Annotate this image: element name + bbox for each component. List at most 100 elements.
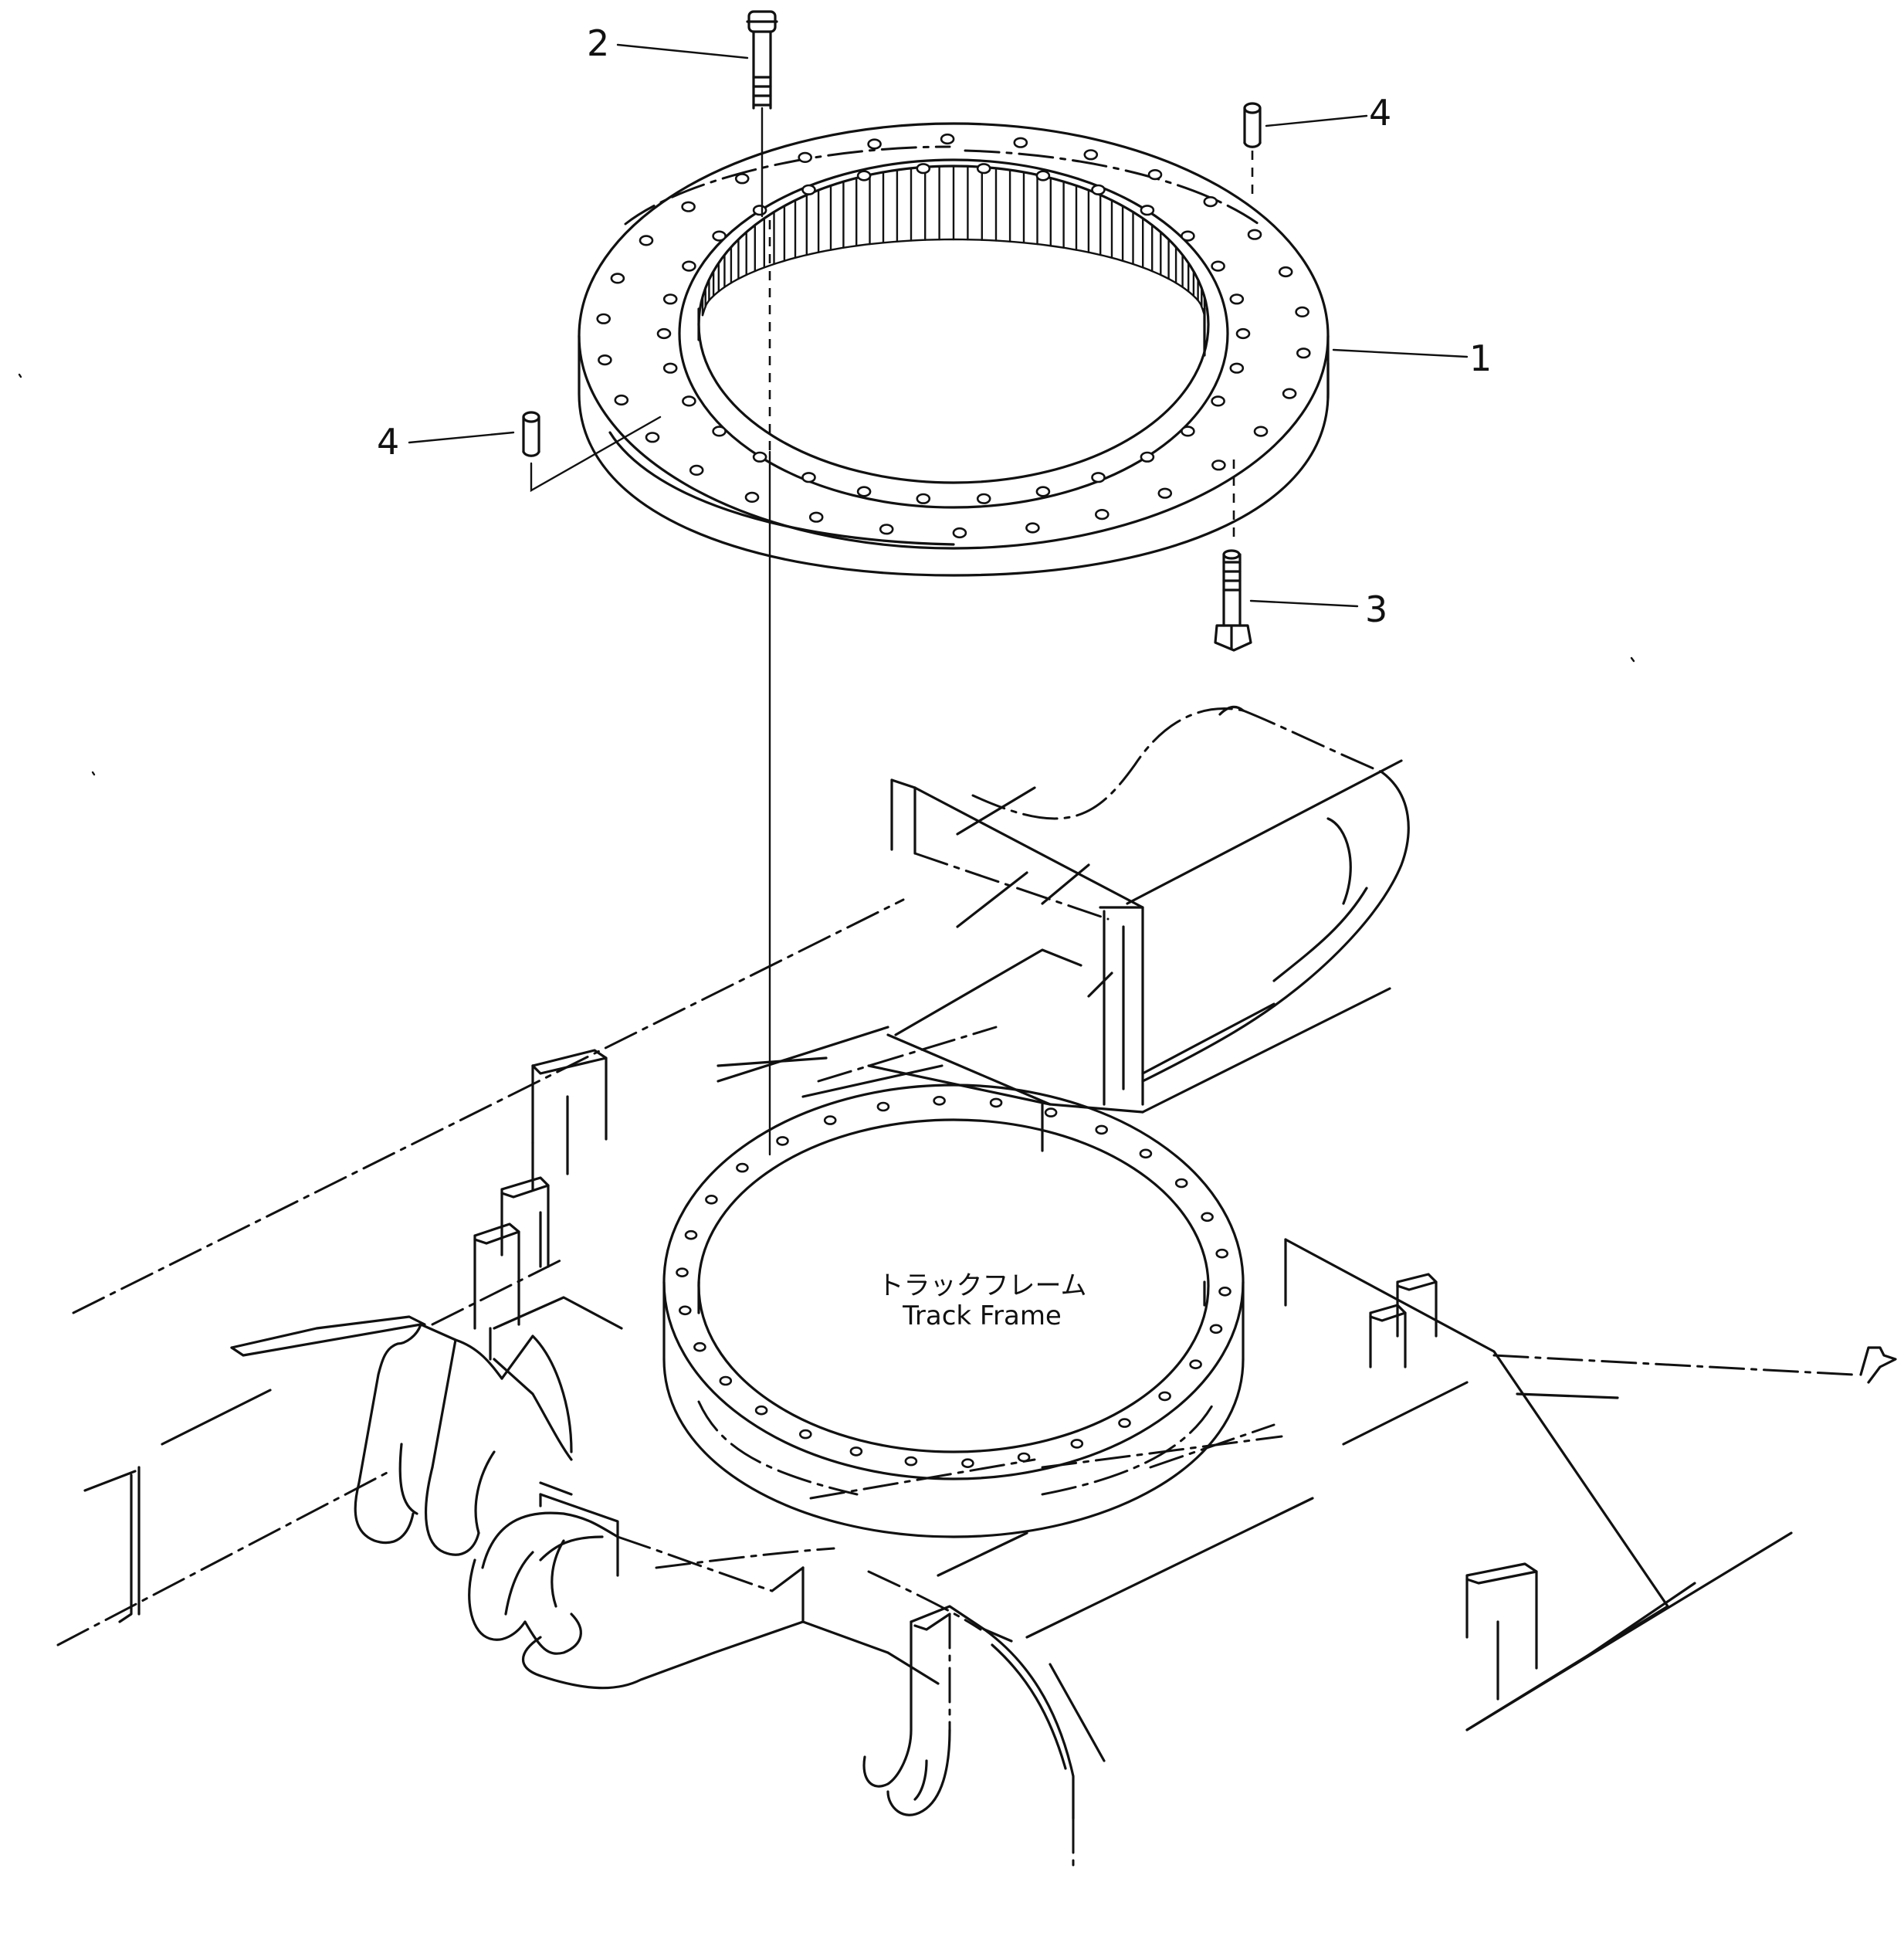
bolt-hole	[808, 511, 824, 523]
bolt-hole	[1118, 1418, 1131, 1428]
bolt-hole	[645, 432, 660, 443]
bolt-hole	[1095, 1124, 1108, 1135]
bolt-hole	[799, 1429, 812, 1440]
bolt-hole	[684, 1229, 698, 1240]
bolt-hole	[879, 524, 894, 535]
bolt-hole	[1158, 1391, 1171, 1402]
bolt-hole	[801, 472, 816, 483]
bolt-hole	[1282, 388, 1297, 399]
bolt-hole	[676, 1267, 689, 1277]
callout-4-top: 4	[1369, 92, 1391, 134]
bolt-hole	[1211, 395, 1225, 407]
bolt-hole	[1181, 426, 1195, 437]
bolt-hole	[639, 235, 654, 246]
bolt-hole	[1181, 230, 1195, 242]
bolt-hole	[752, 205, 767, 216]
track-frame-bolt-holes	[676, 1096, 1232, 1468]
bolt-hole	[662, 362, 678, 374]
bolt-hole	[744, 491, 760, 504]
bolt-hole	[856, 170, 872, 181]
bolt-hole	[976, 493, 991, 504]
bolt-hole	[1235, 327, 1251, 340]
bolt-hole	[1209, 1324, 1223, 1334]
bolt-hole	[876, 1101, 890, 1112]
bolt-hole	[1253, 426, 1269, 437]
bolt-hole	[916, 163, 931, 175]
bolt-hole	[1247, 229, 1262, 240]
bolt-hole	[1147, 169, 1163, 181]
bolt-hole	[754, 1405, 768, 1416]
track-frame-label-jp: トラックフレーム	[878, 1270, 1087, 1301]
bolt-hole	[849, 1446, 863, 1457]
bolt-hole	[682, 260, 696, 272]
bolt-hole	[1013, 137, 1028, 148]
internal-gear-teeth	[701, 164, 1206, 317]
bolt-hole	[610, 273, 625, 284]
bolt-hole	[1218, 1287, 1232, 1297]
bolt-hole	[681, 201, 696, 212]
bolt-hole	[933, 1096, 946, 1106]
bolt-hole	[1189, 1359, 1202, 1369]
swing-circle-bolt-holes	[596, 133, 1311, 539]
bolt-hole	[1295, 306, 1309, 318]
bolt-hole	[752, 451, 767, 463]
bolt-hole	[1083, 149, 1099, 161]
bolt-hole	[1035, 486, 1051, 497]
bolt-hole	[856, 486, 872, 497]
assembly-center-lines	[530, 107, 1254, 1156]
bolt-hole	[1017, 1452, 1031, 1463]
bolt-hole	[712, 230, 727, 242]
callout-2: 2	[587, 22, 609, 64]
bolt-hole	[776, 1136, 789, 1146]
bolt-hole	[1157, 487, 1173, 499]
bolt-hole	[1091, 472, 1106, 483]
bolt-hole	[1229, 293, 1245, 305]
bolt-hole	[1201, 1212, 1214, 1223]
bolt-part-2	[746, 10, 778, 110]
bolt-hole	[693, 1341, 706, 1352]
bolt-hole	[598, 354, 612, 366]
bolt-hole	[989, 1097, 1003, 1108]
bolt-part-3	[1214, 549, 1252, 652]
gear-teeth-base-edge	[701, 238, 1206, 317]
bolt-hole	[823, 1115, 837, 1125]
bolt-hole	[1139, 1148, 1153, 1159]
bolt-hole	[916, 493, 931, 504]
bolt-hole	[1091, 184, 1106, 195]
bolt-hole	[682, 395, 696, 407]
bolt-hole	[705, 1195, 718, 1205]
bolt-hole	[1070, 1439, 1084, 1449]
bolt-hole	[736, 1162, 749, 1173]
dowel-pin-part-4-top	[1243, 102, 1262, 148]
bolt-hole	[1174, 1178, 1188, 1189]
bolt-hole	[904, 1456, 918, 1467]
bolt-hole	[678, 1305, 692, 1316]
bolt-hole	[976, 163, 991, 175]
bolt-hole	[940, 133, 955, 145]
track-frame-label-en: Track Frame	[902, 1301, 1062, 1331]
bolt-hole	[614, 394, 629, 406]
bolt-hole	[734, 173, 750, 185]
callout-3: 3	[1365, 588, 1387, 630]
bolt-hole	[801, 184, 816, 195]
callout-1: 1	[1469, 337, 1492, 379]
bolt-hole	[1211, 260, 1225, 272]
swing-circle-part-1	[578, 122, 1330, 577]
bolt-hole	[798, 151, 812, 163]
track-frame	[56, 705, 1897, 1870]
leader-lines	[408, 43, 1469, 608]
bolt-hole	[1025, 522, 1040, 534]
dowel-pin-part-4-left	[522, 411, 540, 457]
bolt-hole	[1278, 266, 1293, 278]
bolt-hole	[1044, 1107, 1058, 1117]
bolt-hole	[1140, 205, 1155, 216]
bolt-hole	[1296, 348, 1311, 359]
bolt-hole	[1229, 362, 1245, 374]
bolt-hole	[1215, 1248, 1228, 1259]
bolt-hole	[952, 527, 967, 539]
bolt-hole	[712, 426, 727, 437]
bolt-hole	[961, 1458, 974, 1468]
bolt-hole	[1211, 460, 1226, 471]
bolt-hole	[689, 464, 704, 476]
